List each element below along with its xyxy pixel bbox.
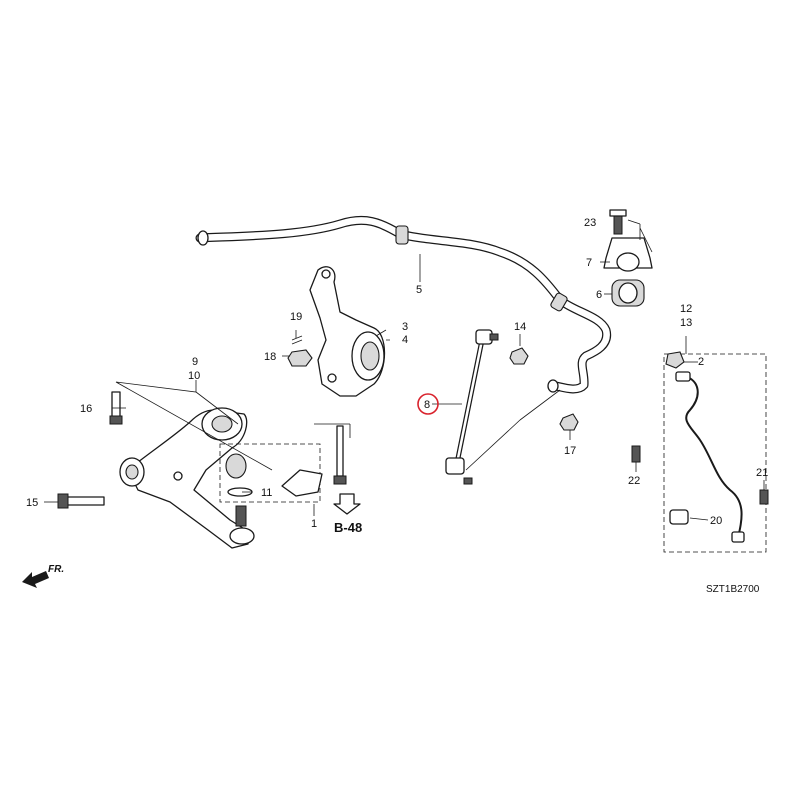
nut-17-icon[interactable] [559,413,579,431]
sensor-kit-frame [663,353,767,553]
highlight-circle [417,393,439,415]
callout-11: 11 [261,487,272,499]
nut-14-icon[interactable] [509,347,529,365]
front-label: FR. [48,564,64,575]
callout-23: 23 [584,217,596,229]
callout-7: 7 [586,257,592,269]
callout-18: 18 [264,351,276,363]
callout-16: 16 [80,403,92,415]
callout-22: 22 [628,475,640,487]
bushing-11-icon[interactable] [225,453,253,497]
bolt-16-icon[interactable] [109,391,123,425]
steering-knuckle[interactable] [309,266,386,397]
bolt-21-icon[interactable] [759,489,769,505]
callout-10: 10 [188,370,200,382]
callout-21: 21 [756,467,768,479]
callout-15: 15 [26,497,38,509]
reference-arrow-icon [333,493,361,515]
stabilizer-bar[interactable] [195,215,612,394]
bar-bushing-left [395,225,409,245]
plate-icon[interactable] [281,469,323,497]
callout-9: 9 [192,356,198,368]
bolt-22-icon[interactable] [631,445,641,463]
reference-label[interactable]: B-48 [334,520,362,535]
callout-20: 20 [710,515,722,527]
bolt-23-icon [613,213,623,235]
callout-2: 2 [698,356,704,368]
callout-5: 5 [416,284,422,296]
stabilizer-link[interactable] [445,329,499,485]
callout-17: 17 [564,445,576,457]
callout-3: 3 [402,321,408,333]
castle-nut-18-icon[interactable] [287,349,313,367]
callout-12: 12 [680,303,692,315]
callout-6: 6 [596,289,602,301]
callout-1: 1 [311,518,317,530]
callout-8[interactable]: 8 [424,399,430,411]
bar-bushing-right [550,292,568,312]
front-direction-arrow-icon [22,571,49,588]
callout-19: 19 [290,311,302,323]
bolt-kit-icon[interactable] [333,425,347,485]
callout-4: 4 [402,334,408,346]
stabilizer-holder-assembly[interactable] [603,209,653,307]
callout-14: 14 [514,321,526,333]
diagram-code: SZT1B2700 [706,584,760,595]
wheel-speed-sensor[interactable] [669,371,745,543]
callout-13: 13 [680,317,692,329]
bolt-15-icon[interactable] [57,493,105,509]
clip-2-icon[interactable] [665,351,685,369]
lower-control-arm[interactable] [119,407,255,549]
leader-lines [44,219,765,521]
cotter-pin-19-icon[interactable] [291,335,303,345]
